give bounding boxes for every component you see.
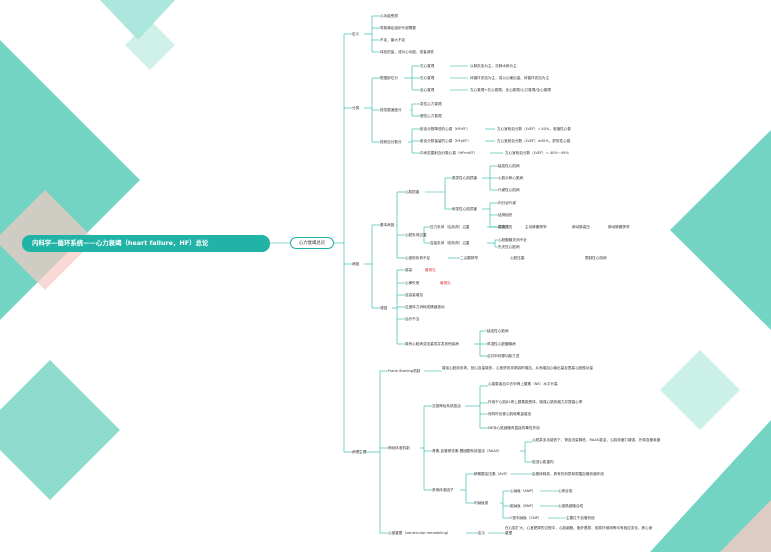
topic-definition[interactable]: 定义 (352, 32, 360, 36)
trigger-note-red[interactable]: 最常见 (425, 268, 436, 272)
patho-bnp[interactable]: 脑钠肽（BNP） (510, 504, 536, 508)
bg-pink-triangle-bottom-right (720, 500, 771, 552)
cause-volume-item[interactable]: 心脏瓣膜关闭不全 (498, 238, 527, 242)
patho-remodel-def[interactable]: 定义 (478, 531, 486, 535)
cause-secondary-item[interactable]: 内分泌代谢 (498, 201, 516, 205)
cls-site-desc[interactable]: 体循环淤血为主，或以心输出量、体循环淤血为主 (470, 76, 550, 80)
cause-primary-item[interactable]: 代谢性心肌病 (498, 188, 520, 192)
bg-teal-triangle-right (670, 130, 771, 330)
center-topic[interactable]: 心力衰竭总论 (290, 237, 334, 249)
patho-sym-item[interactable]: NE对心肌细胞有直接的毒性作用 (488, 426, 540, 430)
trigger-item[interactable]: 感染 (405, 268, 413, 272)
patho-sym-item[interactable]: 作用于心肌β1肾上腺素能受体，增强心肌收缩力并提高心率 (488, 400, 583, 404)
cls-time[interactable]: 按发展速度分 (380, 108, 402, 112)
patho-cnp-desc[interactable]: 主要位于血管系统 (566, 516, 595, 520)
bg-green-diamond-right (660, 350, 740, 430)
patho-frank-desc[interactable]: 增加心脏前负荷，回心血量增多，心室舒张末期容积增加，从而增加心输出量及提高心脏做… (442, 366, 593, 370)
cls-site-item[interactable]: 全心衰竭 (420, 88, 435, 92)
cls-ef-desc[interactable]: 左心室射血分数（LVEF）≥50%，舒张性心衰 (497, 139, 571, 143)
cls-site-item[interactable]: 左心衰竭 (420, 64, 435, 68)
def-item[interactable]: 导致满足组织代谢需要 (380, 26, 416, 30)
trigger-item[interactable]: 过度体力消耗或情绪激动 (405, 305, 445, 309)
patho-remodel[interactable]: 心室重塑（ventricular remodeling） (388, 531, 451, 535)
cause-pressure-item[interactable]: 肺动脉瓣狭窄 (608, 225, 630, 229)
bg-teal-square-bottom-left (0, 360, 120, 500)
cause-volume-item[interactable]: 先天性心脏病 (498, 245, 520, 249)
cause-secondary[interactable]: 继发性心肌损害 (452, 207, 478, 211)
bg-teal-triangle-bottom-right (650, 420, 771, 552)
cause-secondary-item[interactable]: 药物损伤 (498, 225, 513, 229)
trigger-item[interactable]: 心律失常 (405, 281, 420, 285)
cause-myo[interactable]: 心肌损害 (405, 190, 420, 194)
cause-secondary-item[interactable]: 结缔组织 (498, 213, 513, 217)
cause-primary-item[interactable]: 缺血性心肌病 (498, 164, 520, 168)
cause-fill[interactable]: 心室前负荷不足 (405, 256, 431, 260)
cause-fill-item[interactable]: 二尖瓣狭窄 (460, 256, 478, 260)
cause-basic[interactable]: 基本病因 (380, 223, 395, 227)
patho-neuro[interactable]: 神经体液机制 (388, 446, 410, 450)
cause-primary-item[interactable]: 心肌炎和心肌病 (498, 176, 524, 180)
cls-site-desc[interactable]: 以肺淤血为主，亦肺水肿为主 (470, 64, 517, 68)
patho-sym[interactable]: 交感神经系统激活 (432, 404, 461, 408)
cause-fill-item[interactable]: 限制性心肌病 (585, 256, 607, 260)
trigger-sub[interactable]: 缺血性心脏病 (487, 329, 509, 333)
def-item[interactable]: 体检的量，或为心功能，或者减低 (380, 50, 434, 54)
cls-time-item[interactable]: 慢性心力衰竭 (420, 114, 442, 118)
patho-raas-item[interactable]: 心脏泵血功能低下，肾血流量降低，RAAS激活，心肌收缩力增强，外周血管收缩 (532, 438, 661, 442)
cls-time-item[interactable]: 急性心力衰竭 (420, 102, 442, 106)
cls-ef-item[interactable]: 中间范围射血分数心衰（HFmrEF） (420, 151, 478, 155)
cls-ef-desc[interactable]: 左心室射血分数（LVEF）= 40%~49% (505, 151, 569, 155)
topic-classification[interactable]: 分类 (352, 106, 360, 110)
trigger-sub[interactable]: 风湿性心脏瓣膜病 (487, 342, 516, 346)
def-item[interactable]: 不足，最大不足 (380, 38, 406, 42)
cls-ef-desc[interactable]: 左心室射血分数（LVEF）＜40%，收缩性心衰 (497, 127, 571, 131)
cause-pressure-item[interactable]: 高血压 (498, 225, 509, 229)
bg-green-square-top (125, 20, 175, 70)
patho-anp[interactable]: 心钠肽（ANP） (510, 489, 536, 493)
trigger-sub[interactable]: 合并甲状腺功能亢进 (487, 354, 520, 358)
trigger-item[interactable]: 治疗不当 (405, 317, 420, 321)
patho-bnp-desc[interactable]: 心室肌细胞合成 (558, 504, 584, 508)
patho-natriuretic[interactable]: 利钠肽类 (474, 501, 489, 505)
cls-site-item[interactable]: 右心衰竭 (420, 76, 435, 80)
patho-avp[interactable]: 精氨酸加压素（AVP） (474, 472, 510, 476)
bg-teal-triangle-top (100, 0, 175, 40)
patho-remodel-desc[interactable]: 在心腔扩大、心室肥厚的过程中，心肌细胞、胞外基质、胶原纤维网等均有相应变化，即心… (505, 526, 653, 535)
topic-pathophysiology[interactable]: 病理生理 (352, 450, 367, 454)
cause-primary[interactable]: 原发性心肌损害 (452, 176, 478, 180)
cls-site-desc[interactable]: 左心衰竭+右心衰竭，全心衰竭/心力衰竭/全心衰竭 (470, 88, 551, 92)
cause-load[interactable]: 心脏负荷过重 (405, 233, 427, 237)
patho-anp-desc[interactable]: 心房合成 (558, 489, 573, 493)
cls-site[interactable]: 根据部位分 (380, 76, 398, 80)
cls-ef-item[interactable]: 射血分数保留的心衰（HFpEF） (420, 139, 471, 143)
trigger-item[interactable]: 原有心脏病变加重或并发其他疾病 (405, 342, 459, 346)
patho-raas[interactable]: 肾素-血管紧张素-醛固酮系统激活（RAAS） (432, 449, 502, 453)
patho-raas-item[interactable]: 促进心肌重构 (532, 460, 554, 464)
trigger-note-red[interactable]: 最常见 (440, 281, 451, 285)
patho-frank[interactable]: Frank-Starling机制 (388, 369, 421, 373)
cause-trigger[interactable]: 诱因 (380, 306, 388, 310)
cause-volume[interactable]: 容量负荷（前负荷）过重 (430, 241, 470, 245)
root-topic[interactable]: 内科学—循环系统——心力衰竭（heart failure，HF）总论 (22, 235, 270, 252)
cls-ef[interactable]: 按射血分数分 (380, 140, 402, 144)
topic-etiology[interactable]: 病因 (352, 262, 360, 266)
cause-pressure[interactable]: 压力负荷（后负荷）过重 (430, 225, 470, 229)
patho-other[interactable]: 其他体液因子 (432, 488, 454, 492)
cause-fill-item[interactable]: 心脏压塞 (510, 256, 525, 260)
patho-sym-item[interactable]: 而同时也使心肌耗氧量增加 (488, 412, 532, 416)
trigger-item[interactable]: 血容量增加 (405, 293, 423, 297)
patho-avp-desc[interactable]: 由垂体释放，具有抗利尿和周围血管收缩作用 (532, 472, 604, 476)
def-item[interactable]: 心功能受损 (380, 14, 398, 18)
patho-sym-item[interactable]: 心衰患者血中去甲肾上腺素（NE）水平升高 (488, 382, 558, 386)
cause-pressure-item[interactable]: 主动脉瓣狭窄 (525, 225, 547, 229)
cls-ef-item[interactable]: 射血分数降低的心衰（HFrEF） (420, 127, 470, 131)
cause-pressure-item[interactable]: 肺动脉高压 (572, 225, 590, 229)
patho-cnp[interactable]: C型利钠肽（CNP） (510, 516, 542, 520)
